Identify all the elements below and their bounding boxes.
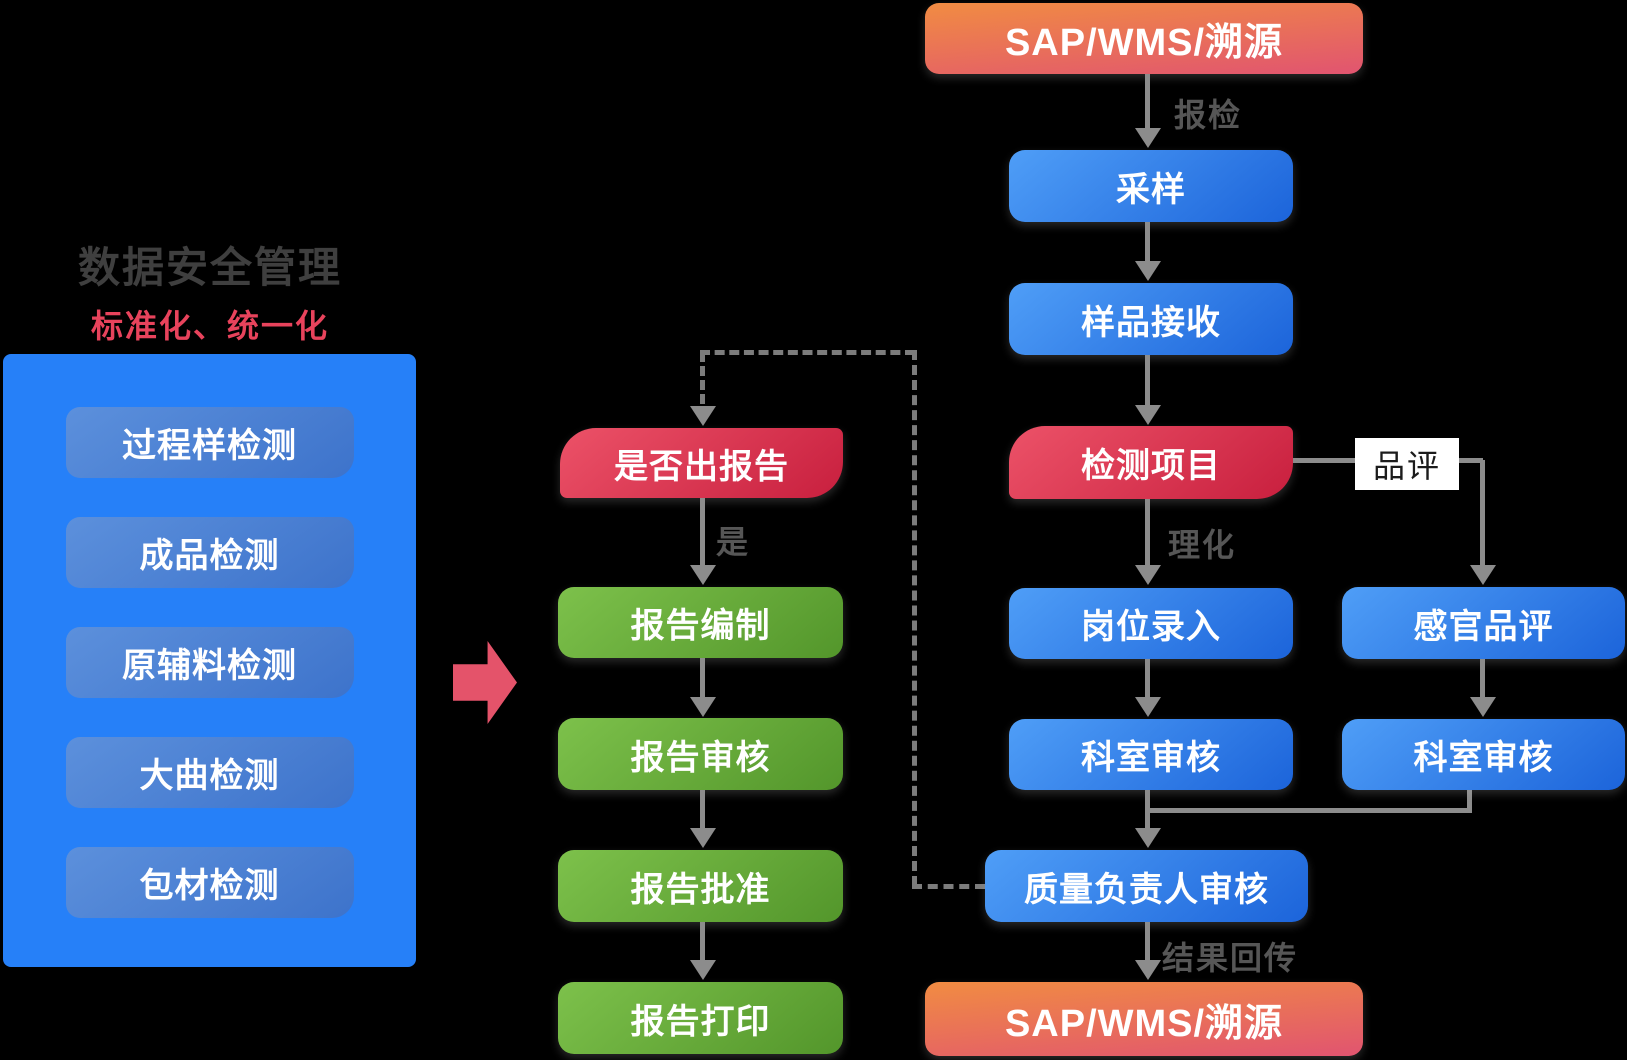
dashed-connector-top — [700, 350, 915, 355]
connector-compile-review — [700, 658, 705, 697]
connector-sampling-receive — [1145, 222, 1150, 261]
report-approve-node: 报告批准 — [558, 850, 843, 922]
dashed-connector-side — [912, 350, 917, 886]
panel-item-packaging: 包材检测 — [65, 847, 354, 918]
test-items-node: 检测项目 — [1009, 426, 1293, 499]
arrowhead-into-decision-icon — [690, 406, 716, 426]
connector-decision-compile — [700, 498, 705, 565]
quality-review-node: 质量负责人审核 — [985, 850, 1308, 922]
connector-entry-deptreview — [1145, 659, 1150, 697]
connector-quality-target — [1145, 922, 1150, 960]
sampling-node: 采样 — [1009, 150, 1293, 222]
arrowhead-icon — [1470, 565, 1496, 585]
left-section-subtitle: 标准化、统一化 — [90, 308, 329, 344]
decision-report-node: 是否出报告 — [560, 428, 843, 498]
arrowhead-icon — [1135, 128, 1161, 148]
arrowhead-icon — [1135, 960, 1161, 980]
sensory-tasting-node: 感官品评 — [1342, 587, 1625, 659]
connector-approve-print — [700, 922, 705, 960]
report-compile-node: 报告编制 — [558, 587, 843, 658]
arrowhead-icon — [1135, 697, 1161, 717]
arrowhead-icon — [1135, 261, 1161, 281]
edge-label-submit-inspection: 报检 — [1174, 97, 1243, 133]
panel-item-finished-product: 成品检测 — [65, 517, 354, 588]
arrowhead-icon — [1135, 828, 1161, 848]
connector-receive-testitems — [1145, 355, 1150, 405]
sap-source-node: SAP/WMS/溯源 — [925, 3, 1363, 74]
panel-item-process-sample: 过程样检测 — [65, 407, 354, 478]
arrowhead-icon — [690, 697, 716, 717]
sap-target-node: SAP/WMS/溯源 — [925, 982, 1363, 1056]
edge-label-yes: 是 — [716, 524, 751, 560]
connector-join-horizontal — [1145, 808, 1472, 813]
arrowhead-icon — [690, 828, 716, 848]
report-print-node: 报告打印 — [558, 982, 843, 1054]
edge-label-result-return: 结果回传 — [1162, 940, 1299, 976]
connector-tasting-sensory — [1480, 460, 1485, 565]
arrowhead-icon — [690, 960, 716, 980]
connector-testitems-entry — [1145, 499, 1150, 565]
dept-review-main-node: 科室审核 — [1009, 719, 1293, 790]
panel-item-raw-material: 原辅料检测 — [65, 627, 354, 698]
arrowhead-icon — [690, 565, 716, 585]
dashed-connector-bottom — [912, 884, 985, 889]
connector-sensory-deptreview — [1480, 659, 1485, 697]
left-panel: 过程样检测 成品检测 原辅料检测 大曲检测 包材检测 — [3, 354, 416, 967]
connector-review-approve — [700, 790, 705, 828]
dept-review-sensory-node: 科室审核 — [1342, 719, 1625, 790]
station-entry-node: 岗位录入 — [1009, 588, 1293, 659]
arrowhead-icon — [1135, 565, 1161, 585]
left-section-title: 数据安全管理 — [77, 244, 342, 291]
arrowhead-icon — [1470, 697, 1496, 717]
panel-item-daqu: 大曲检测 — [65, 737, 354, 808]
tasting-label-tag: 品评 — [1355, 438, 1459, 490]
report-review-node: 报告审核 — [558, 718, 843, 790]
arrowhead-icon — [1135, 405, 1161, 425]
flow-arrow-icon — [453, 641, 517, 724]
sample-receive-node: 样品接收 — [1009, 283, 1293, 355]
connector-sensory-join — [1467, 790, 1472, 813]
edge-label-physchem: 理化 — [1168, 527, 1237, 563]
connector-source-sampling — [1145, 74, 1150, 128]
dashed-connector-drop — [700, 352, 705, 404]
